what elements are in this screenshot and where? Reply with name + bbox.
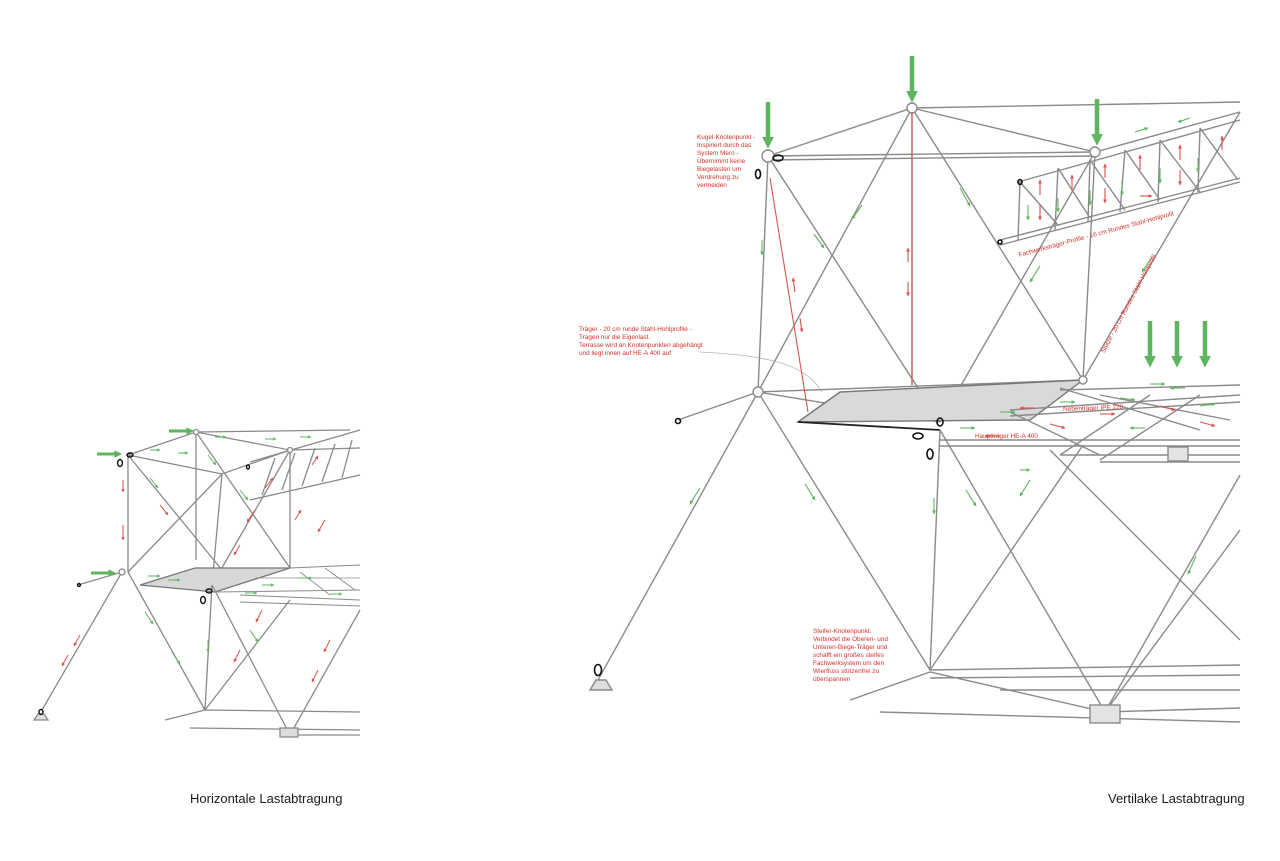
- kugel-note-line: System Mero -: [697, 150, 739, 157]
- caption-horizontal: Horizontale Lastabtragung: [190, 791, 343, 806]
- horizontal-view-node-rings: [38, 452, 251, 716]
- steifer-note-line: Verbindet die Oberen- und: [813, 636, 888, 643]
- kugel-note-line: Verdrehung zu: [697, 174, 739, 181]
- haupttraeger-label: Hauptträger HE-A 400: [975, 433, 1038, 440]
- steifer-note-line: Wierfluss stützenfrei zu: [813, 668, 880, 675]
- kugel-note-line: Biegelasten um: [697, 166, 742, 173]
- traeger-note-line: Tragen nur die Eigenlast.: [579, 334, 651, 341]
- traeger-note-line: Terrasse wird an Knotenpunkten abgehängt: [579, 342, 703, 349]
- kugel-note-line: vermeiden: [697, 182, 727, 189]
- kugel-knotenpunkt-note: Kugel-Knotenpunkt - Inspiriert durch das…: [697, 134, 755, 190]
- horizontal-view-force-arrows: [61, 435, 343, 683]
- vertical-view-force-arrows: [689, 112, 1224, 575]
- traeger-note-line: und liegt innen auf HE-A 400 auf: [579, 350, 672, 357]
- caption-vertical: Vertilake Lastabtragung: [1108, 791, 1245, 806]
- steifer-note-line: überspannen: [813, 676, 851, 683]
- kugel-note-line: Kugel-Knotenpunkt -: [697, 134, 756, 141]
- horizontal-load-view: [32, 428, 361, 738]
- vertical-view-load-arrows: [762, 56, 1211, 368]
- vertical-load-view: [588, 101, 1241, 724]
- steifer-note-line: schafft ein großes steifes: [813, 652, 884, 659]
- steifer-note-line: Unteren-Biege-Träger und: [813, 644, 888, 651]
- traeger-note: Träger - 20 cm runde Stahl-Hohlprofile -…: [579, 326, 703, 358]
- steifer-note-line: Fachwerksystem um den: [813, 660, 885, 667]
- kugel-note-line: Inspiriert durch das: [697, 142, 752, 149]
- horizontal-view-load-arrows: [91, 427, 195, 577]
- annotation-leader-line: [699, 351, 823, 393]
- steifer-note-line: Steifer-Knotenpunkt.: [813, 628, 872, 635]
- steifer-knotenpunkt-note: Steifer-Knotenpunkt. Verbindet die Obere…: [813, 628, 888, 684]
- kugel-note-line: Übernimmt keine: [697, 158, 746, 165]
- vertical-view-node-rings: [593, 154, 1023, 677]
- traeger-note-line: Träger - 20 cm runde Stahl-Hohlprofile -: [579, 326, 692, 333]
